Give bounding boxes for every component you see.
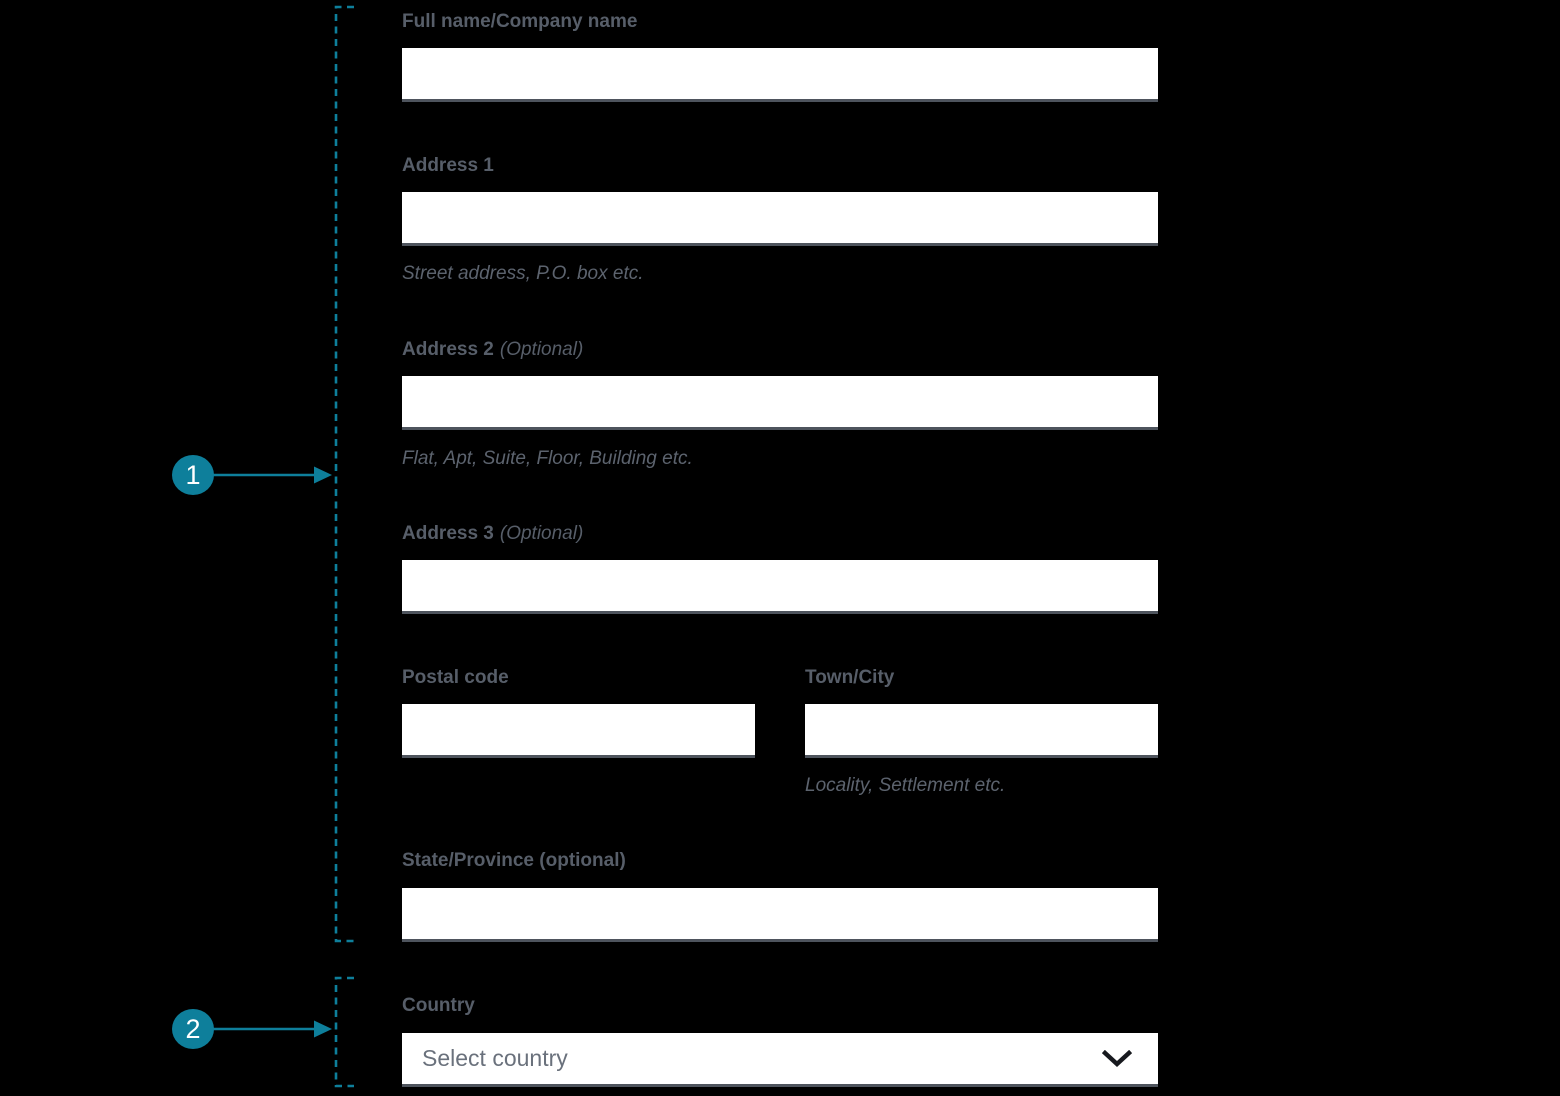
full-name-label-text: Full name/Company name [402,11,638,32]
state-province-label: State/Province (optional) [402,850,626,871]
town-city-input[interactable] [805,704,1158,758]
address2-optional-text: (Optional) [499,339,584,360]
address-form: Full name/Company name Address 1 Street … [402,0,1158,1096]
callout-marker-1: 1 [172,455,214,495]
chevron-down-icon [1102,1049,1132,1067]
address1-helper: Street address, P.O. box etc. [402,263,644,284]
callout-arrow-1-head [314,466,332,484]
country-select-value: Select country [422,1045,568,1071]
town-city-helper: Locality, Settlement etc. [805,775,1006,796]
address2-label-text: Address 2 [402,339,494,360]
address3-input[interactable] [402,560,1158,614]
country-label: Country [402,995,475,1016]
address1-label-text: Address 1 [402,155,494,176]
callout-marker-1-number: 1 [185,459,201,490]
callout-bracket-1 [334,5,354,943]
callout-marker-2-number: 2 [185,1013,201,1044]
address2-label: Address 2(Optional) [402,339,583,361]
address3-label: Address 3(Optional) [402,523,583,545]
postal-code-input[interactable] [402,704,755,758]
callout-bracket-2 [334,976,354,1088]
postal-code-label: Postal code [402,667,509,688]
address1-input[interactable] [402,192,1158,246]
state-province-input[interactable] [402,888,1158,942]
callout-arrow-2-head [314,1020,332,1038]
town-city-label: Town/City [805,667,895,688]
country-select[interactable]: Select country [402,1033,1158,1087]
address3-optional-text: (Optional) [499,523,584,544]
address3-label-text: Address 3 [402,523,494,544]
address1-label: Address 1 [402,155,494,177]
callout-marker-2: 2 [172,1009,214,1049]
address2-helper: Flat, Apt, Suite, Floor, Building etc. [402,448,693,469]
address2-input[interactable] [402,376,1158,430]
full-name-label: Full name/Company name [402,11,637,33]
full-name-input[interactable] [402,48,1158,102]
